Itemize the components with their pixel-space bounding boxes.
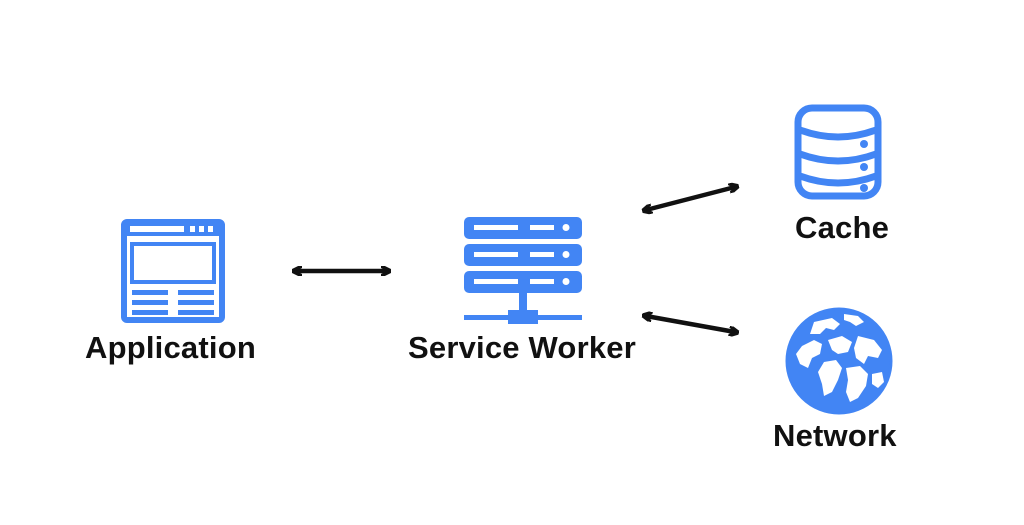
server-stack-icon	[462, 214, 584, 330]
database-icon	[794, 104, 882, 200]
arrow-service-worker-cache	[646, 187, 735, 210]
cache-label: Cache	[795, 210, 890, 245]
application-label: Application	[85, 330, 256, 365]
arrow-service-worker-network	[646, 316, 735, 332]
browser-window-icon	[120, 218, 226, 324]
service-worker-label: Service Worker	[408, 330, 636, 365]
network-label: Network	[773, 418, 897, 453]
globe-icon	[784, 306, 894, 416]
